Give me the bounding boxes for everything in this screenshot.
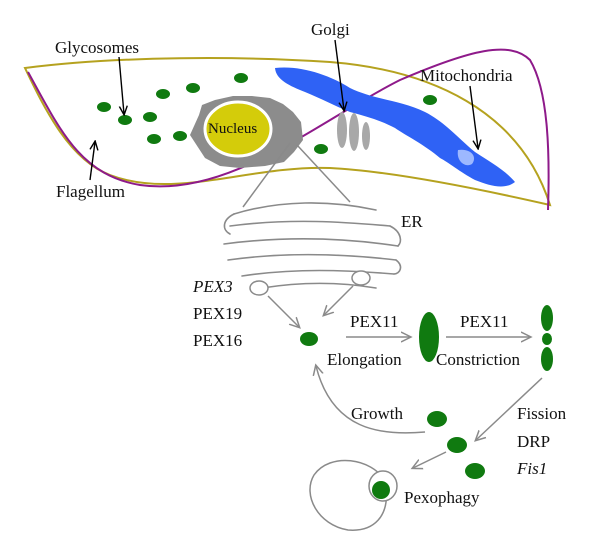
constricted-glycosome-middle <box>542 333 552 345</box>
nucleus <box>203 100 273 158</box>
elongation-label: Elongation <box>327 350 402 369</box>
growth-arrow <box>316 366 426 434</box>
golgi-label: Golgi <box>311 20 350 39</box>
flagellum-pointer <box>89 142 95 181</box>
mitochondrion-light-patch <box>457 149 475 166</box>
vesicle-right-arrow <box>324 285 354 315</box>
constricted-glycosome-bottom <box>541 347 553 371</box>
fis1-label: Fis1 <box>517 459 548 478</box>
mitochondria-label: Mitochondria <box>420 66 513 85</box>
vesicle-right <box>351 270 371 286</box>
vesicle-left <box>249 280 269 296</box>
mitochondria-pointer <box>469 85 478 148</box>
zoom-line-left <box>242 142 291 208</box>
growth-label: Growth <box>351 404 403 423</box>
er-label: ER <box>401 212 423 231</box>
nucleus-label: Nucleus <box>208 121 258 137</box>
golgi-stack <box>337 112 370 151</box>
glycosomes-label: Glycosomes <box>55 38 140 57</box>
pathway-glycosomes <box>300 305 553 479</box>
fission-product-2 <box>447 437 467 453</box>
zoom-line-right <box>296 144 351 203</box>
constricted-glycosome-top <box>541 305 553 331</box>
flagellum <box>27 48 550 211</box>
pex11-constriction-label: PEX11 <box>460 312 509 331</box>
pex11-elongation-label: PEX11 <box>350 312 399 331</box>
pexophagy-label: Pexophagy <box>404 488 480 507</box>
pex3-label: PEX3 <box>193 277 233 296</box>
engulfed-glycosome <box>372 481 390 499</box>
pexophagy-arrow <box>413 451 447 468</box>
glycosomes-pointer <box>118 56 124 114</box>
pex16-label: PEX16 <box>193 331 243 350</box>
autophagosome <box>309 459 388 531</box>
cell-glycosomes <box>97 73 437 154</box>
elongated-glycosome <box>419 312 439 362</box>
golgi-pointer <box>334 39 344 110</box>
flagellum-label: Flagellum <box>56 182 125 201</box>
fission-product-1 <box>427 411 447 427</box>
vesicle-left-arrow <box>267 295 299 327</box>
constriction-label: Constriction <box>436 350 521 369</box>
drp-label: DRP <box>517 432 551 451</box>
fission-arrow <box>476 377 543 440</box>
new-glycosome <box>300 332 318 346</box>
fission-product-3 <box>465 463 485 479</box>
mitochondrion <box>275 67 515 187</box>
pex19-label: PEX19 <box>193 304 243 323</box>
fission-label: Fission <box>517 404 567 423</box>
endoplasmic-reticulum <box>223 202 402 289</box>
